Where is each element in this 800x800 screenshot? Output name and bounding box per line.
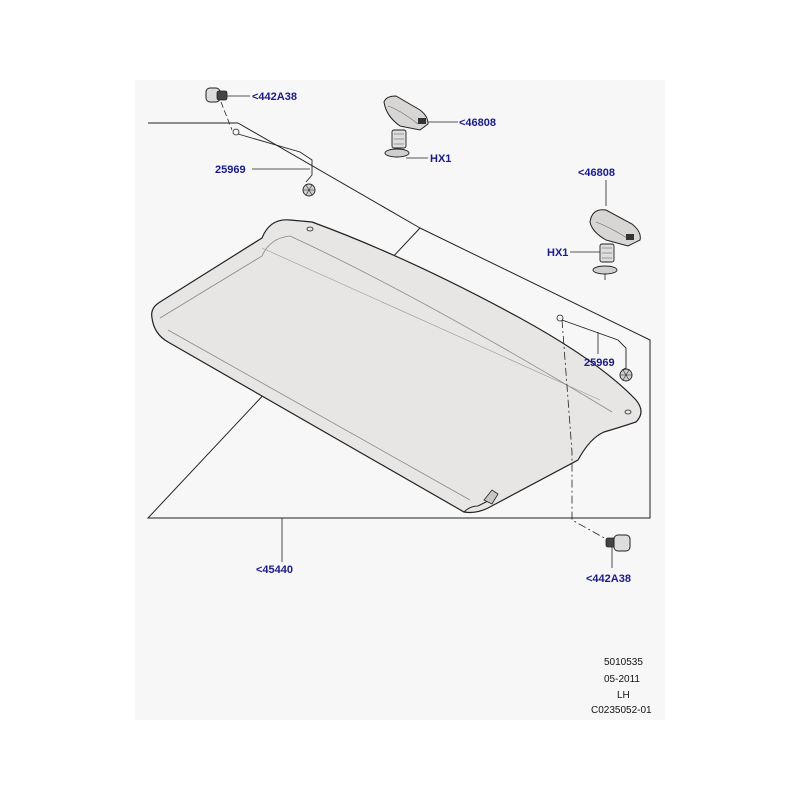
parcel-shelf-panel[interactable] [151, 219, 642, 514]
wire-harness-a[interactable] [232, 128, 316, 197]
meta-date: 05-2011 [604, 674, 640, 685]
assembly-boundary [146, 122, 651, 519]
callout-wire-a[interactable]: 25969 [215, 164, 246, 176]
meta-part-number: 5010535 [604, 657, 643, 668]
callout-clip-bottom[interactable]: <442A38 [586, 573, 631, 585]
callout-wire-b[interactable]: 25969 [584, 357, 615, 369]
meta-drawing-id: C0235052-01 [591, 705, 652, 716]
callout-panel[interactable]: <45440 [256, 564, 293, 576]
clip-bottom-part[interactable] [605, 534, 631, 552]
meta-side: LH [617, 690, 630, 701]
callout-clip-top[interactable]: <442A38 [252, 91, 297, 103]
courtesy-light-a[interactable] [383, 95, 429, 131]
clip-top-part[interactable] [205, 87, 233, 131]
callout-light-b[interactable]: <46808 [578, 167, 615, 179]
hx1-fastener-a[interactable] [384, 129, 410, 158]
callout-light-a[interactable]: <46808 [459, 117, 496, 129]
callout-hx1-a[interactable]: HX1 [430, 153, 451, 165]
callout-hx1-b[interactable]: HX1 [547, 247, 568, 259]
courtesy-light-b[interactable] [589, 209, 641, 247]
wire-harness-b[interactable] [556, 314, 633, 382]
alignment-line [561, 319, 609, 541]
hx1-fastener-b[interactable] [592, 243, 618, 280]
